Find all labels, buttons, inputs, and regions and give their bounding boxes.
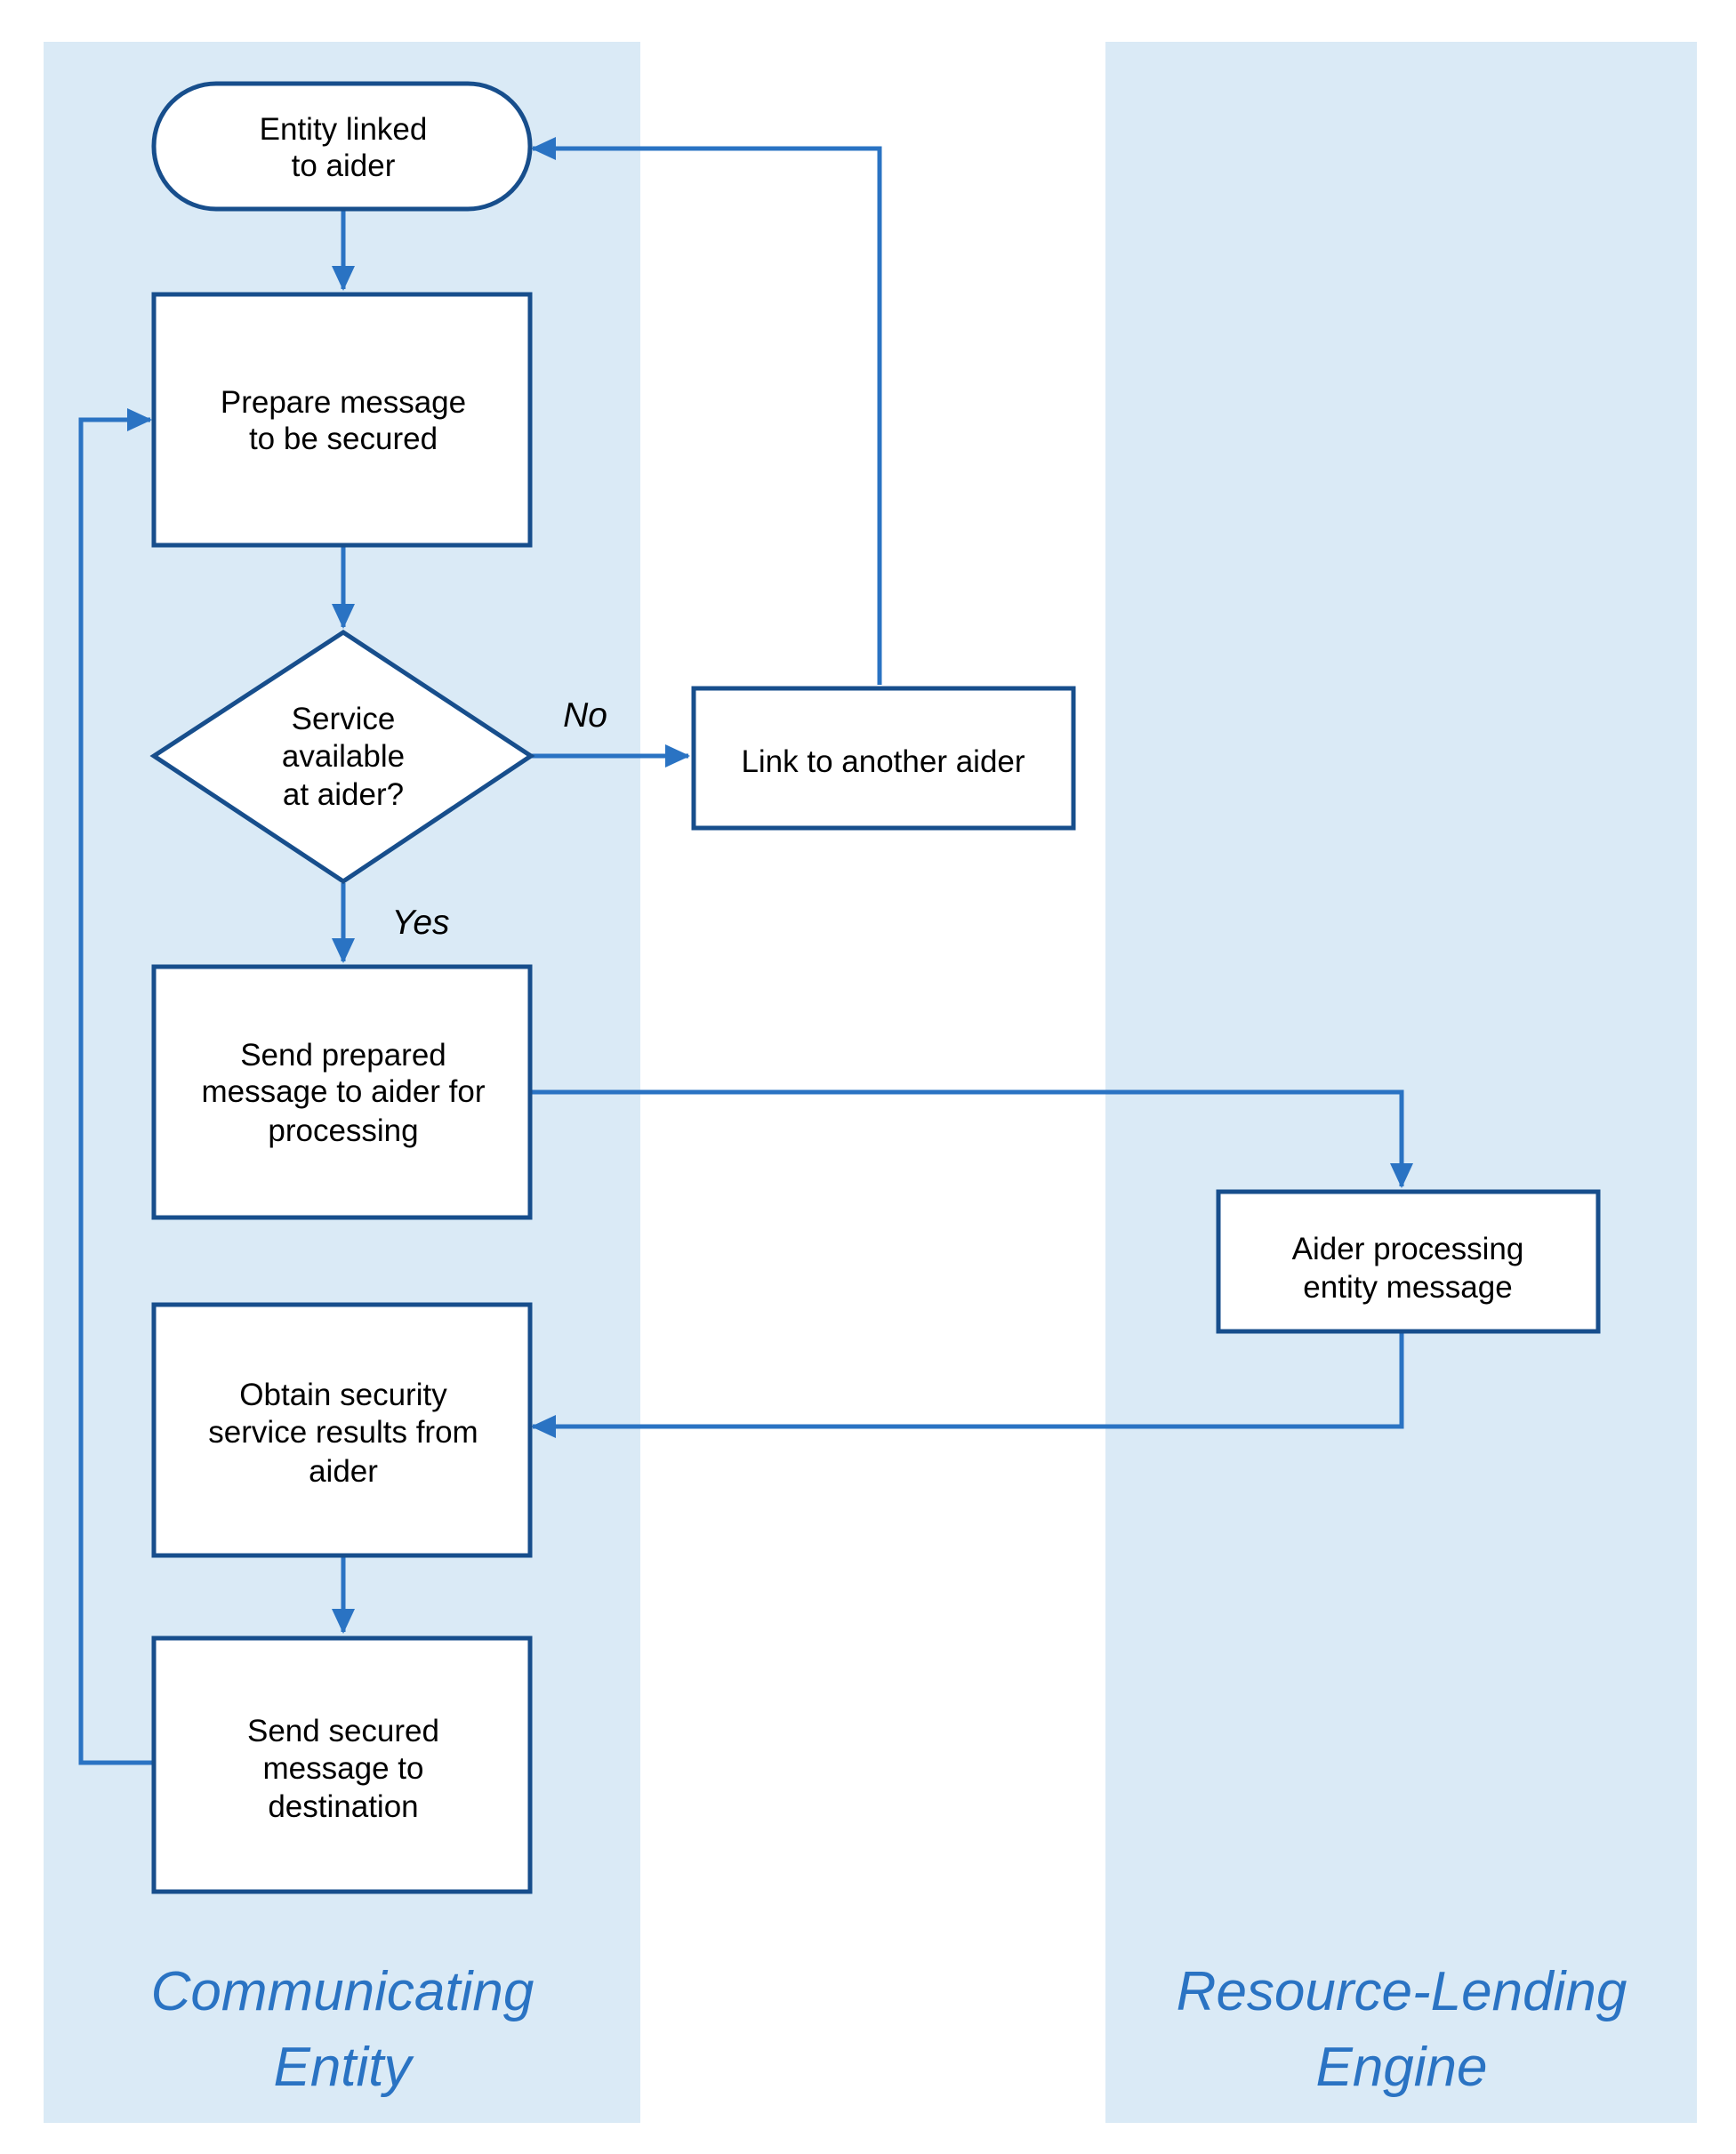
node-text: Service — [292, 702, 396, 736]
node-text: entity message — [1303, 1270, 1512, 1305]
process-shape — [691, 686, 1076, 831]
node-text: processing — [268, 1113, 418, 1148]
node-text: message to — [263, 1751, 424, 1786]
flowchart-node-link-to-another-aider[interactable]: Link to another aider — [691, 686, 1076, 831]
edge-label-yes: Yes — [391, 904, 449, 942]
node-text: Obtain security — [239, 1378, 447, 1412]
node-text: Aider processing — [1292, 1232, 1524, 1266]
lane-title-communicating-entity: Communicating — [151, 1961, 534, 2022]
connector-aider-processing-to-obtain-results — [531, 1328, 1404, 1438]
flowchart-node-send-prepared-message[interactable]: Send prepared message to aider for proce… — [151, 964, 533, 1220]
connector-send-secured-loop-to-prepare — [78, 408, 154, 1765]
node-text: Send prepared — [240, 1038, 446, 1073]
flowchart-node-decision-service-available[interactable]: Service available at aider? — [149, 630, 535, 885]
flowchart-node-entity-linked[interactable]: Entity linked to aider — [151, 81, 533, 212]
process-shape — [151, 292, 533, 548]
node-text: available — [282, 739, 405, 774]
connector-send-prepared-to-aider-processing — [531, 1089, 1413, 1188]
node-text: to be secured — [249, 422, 438, 456]
lane-title-communicating-entity: Entity — [273, 2037, 414, 2098]
flowchart-node-prepare-message[interactable]: Prepare message to be secured — [151, 292, 533, 548]
process-shape — [151, 1636, 533, 1894]
connectors — [78, 137, 1413, 1765]
flowchart-node-send-secured-message[interactable]: Send secured message to destination — [151, 1636, 533, 1894]
process-shape — [151, 1302, 533, 1558]
node-text: Link to another aider — [741, 744, 1025, 779]
node-text: destination — [268, 1789, 418, 1824]
node-text: to aider — [292, 149, 396, 183]
node-text: Entity linked — [260, 112, 428, 147]
process-shape — [151, 964, 533, 1220]
node-text: aider — [309, 1454, 378, 1489]
flowchart-node-obtain-security-results[interactable]: Obtain security service results from aid… — [151, 1302, 533, 1558]
lane-title-resource-lending-engine: Resource-Lending — [1177, 1961, 1628, 2022]
node-text: at aider? — [283, 777, 404, 812]
node-text: Prepare message — [221, 385, 466, 420]
node-text: message to aider for — [201, 1074, 485, 1109]
node-text: Send secured — [247, 1714, 439, 1748]
connector-link-other-to-start — [531, 137, 882, 685]
edge-label-no: No — [563, 696, 607, 735]
lane-resource-lending-engine — [1105, 42, 1697, 2123]
node-text: service results from — [208, 1415, 478, 1450]
lane-title-resource-lending-engine: Engine — [1315, 2037, 1487, 2098]
terminator-shape — [151, 81, 533, 212]
decision-shape — [149, 630, 535, 885]
flowchart-node-aider-processing[interactable]: Aider processing entity message — [1216, 1189, 1601, 1334]
process-shape — [1216, 1189, 1601, 1334]
